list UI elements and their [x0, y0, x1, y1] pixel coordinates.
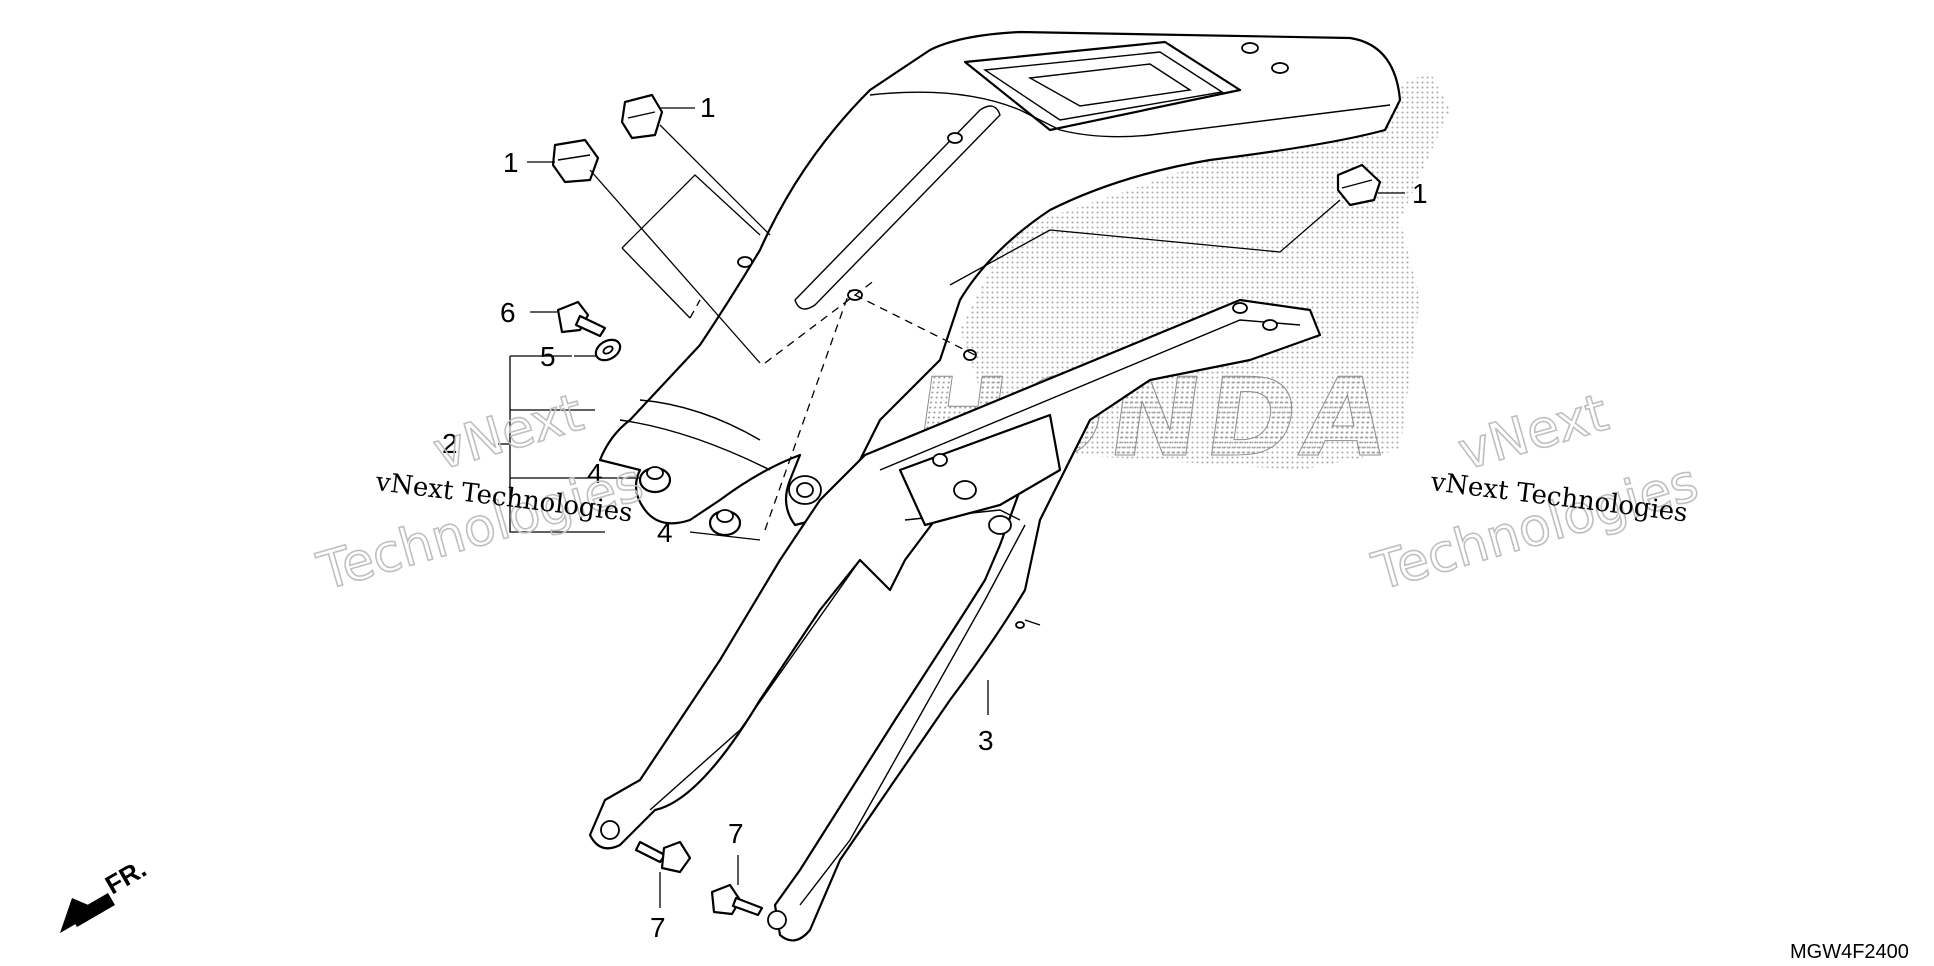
front-direction-indicator: FR. [60, 853, 151, 933]
callout-5: 5 [540, 341, 556, 372]
callout-1-right: 1 [1412, 178, 1428, 209]
callout-labels: 1 1 1 2 3 4 4 5 6 7 7 [442, 92, 1428, 943]
callout-7-top: 7 [728, 818, 744, 849]
rubber-cushion-left [551, 138, 600, 184]
watermark-right-big-2: Technologies [1366, 453, 1705, 603]
watermark-right: vNext Technologies vNext Technologies [1365, 382, 1705, 603]
watermark-left-big-1: vNext [427, 383, 590, 483]
rear-fender [598, 30, 1402, 527]
diagram-code: MGW4F2400 [1790, 941, 1909, 963]
rubber-cushion-upper [620, 93, 664, 140]
callout-6: 6 [500, 297, 516, 328]
callout-2: 2 [442, 428, 458, 459]
collar-4-upper [638, 466, 672, 494]
leader-lines [498, 107, 1405, 908]
callout-4-upper: 4 [587, 458, 603, 489]
rear-frame [588, 298, 1322, 942]
callout-4-lower: 4 [657, 517, 673, 548]
callout-1-left: 1 [503, 147, 519, 178]
callout-3: 3 [978, 725, 994, 756]
callout-1-upper: 1 [700, 92, 716, 123]
collar-4-lower [708, 509, 742, 537]
front-label: FR. [100, 853, 151, 900]
bolt-6 [556, 300, 607, 338]
bolt-7-left [634, 840, 692, 874]
watermark-left: vNext Technologies vNext Technologies [310, 382, 650, 603]
watermark-right-big-1: vNext [1452, 383, 1615, 483]
callout-7-bottom: 7 [650, 912, 666, 943]
rubber-cushion-right [1336, 163, 1382, 207]
washer-5 [594, 338, 622, 362]
bolt-7-right [710, 883, 764, 917]
watermark-left-big-2: Technologies [311, 453, 650, 603]
